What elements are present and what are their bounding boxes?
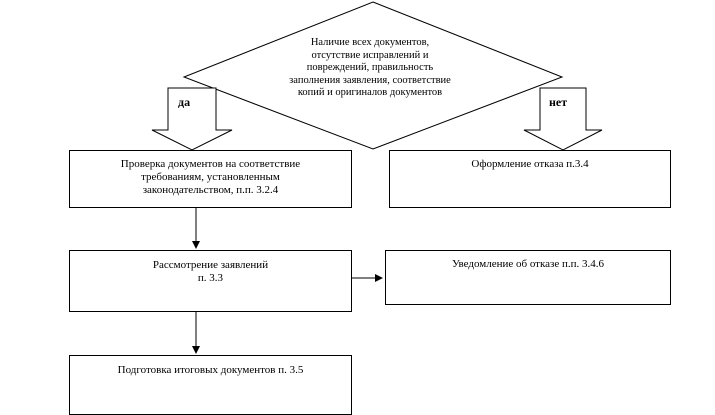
final-documents-text: Подготовка итоговых документов п. 3.5 [117, 364, 304, 376]
refusal-notice-box: Уведомление об отказе п.п. 3.4.6 [385, 250, 671, 305]
refusal-box: Оформление отказа п.3.4 [389, 150, 671, 208]
no-block-arrow [523, 87, 603, 151]
review-applications-box: Рассмотрение заявлений п. 3.3 [69, 250, 352, 312]
check-documents-text: Проверка документов на соответствие треб… [120, 158, 301, 196]
review-applications-text: Рассмотрение заявлений п. 3.3 [152, 259, 269, 284]
check-documents-box: Проверка документов на соответствие треб… [69, 150, 352, 208]
yes-block-arrow [151, 87, 233, 151]
no-label: нет [549, 95, 568, 109]
yes-label: да [178, 95, 191, 109]
decision-diamond [182, 1, 564, 150]
flowchart-canvas [151, 1, 603, 354]
refusal-text: Оформление отказа п.3.4 [471, 158, 589, 170]
decision-text: Наличие всех документов, отсутствие испр… [289, 37, 451, 99]
final-documents-box: Подготовка итоговых документов п. 3.5 [69, 355, 352, 415]
refusal-notice-text: Уведомление об отказе п.п. 3.4.6 [451, 258, 605, 270]
